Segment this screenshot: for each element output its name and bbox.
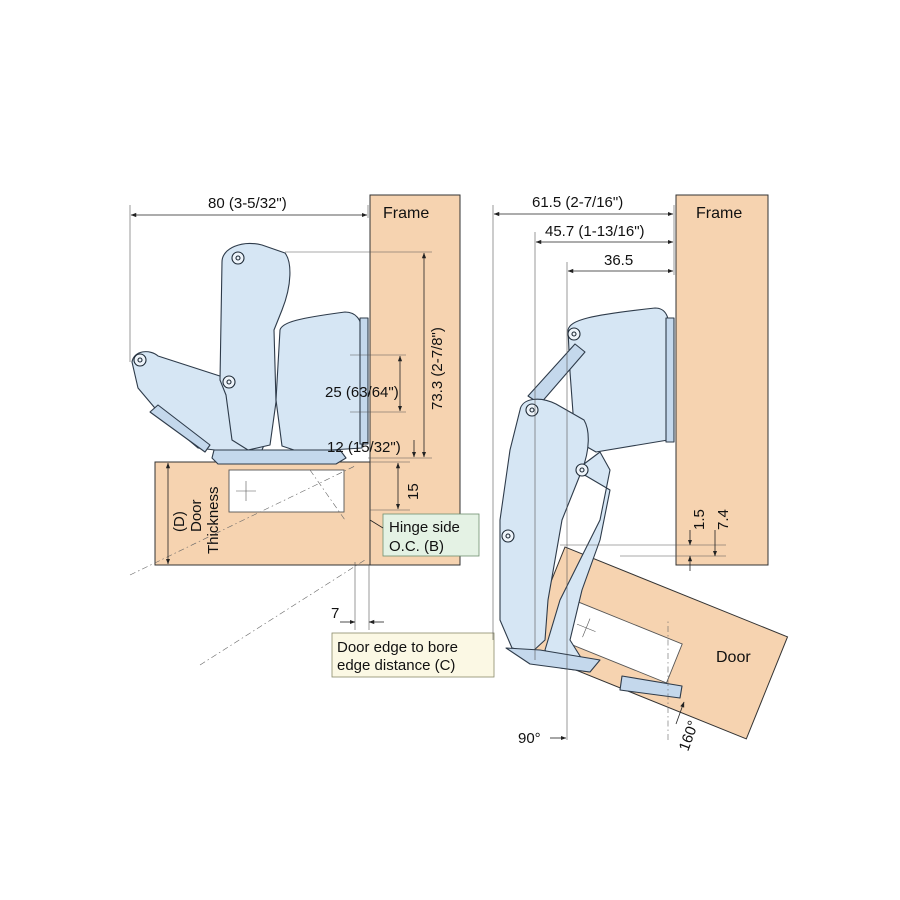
right-hinge-cup-tab bbox=[619, 675, 683, 699]
right-frame-panel bbox=[675, 194, 769, 566]
dim-right-small-a: 1.5 bbox=[691, 509, 708, 530]
door-thickness-label-2: Door bbox=[188, 499, 205, 532]
dim-bore-edge: 7 bbox=[331, 605, 339, 622]
dim-overall-width: 80 (3-5/32") bbox=[208, 195, 287, 212]
dim-right-small-b: 7.4 bbox=[715, 509, 732, 530]
right-door-label: Door bbox=[716, 649, 751, 666]
dim-door-gap: 15 bbox=[405, 483, 422, 500]
angle-door: 160° bbox=[676, 718, 703, 753]
hinge-side-label-2: O.C. (B) bbox=[389, 538, 444, 555]
dim-hole-spacing: 25 (63/64") bbox=[325, 384, 399, 401]
dim-right-total: 61.5 (2-7/16") bbox=[532, 194, 623, 211]
door-thickness-label-3: Thickness bbox=[205, 486, 222, 554]
right-hinge-cup-flange bbox=[505, 647, 601, 673]
left-mount-plate bbox=[359, 317, 369, 445]
angle-frame: 90° bbox=[518, 730, 541, 747]
bore-edge-label-1: Door edge to bore bbox=[337, 639, 458, 656]
hinge-side-callout bbox=[382, 513, 480, 557]
door-thickness-label-1: (D) bbox=[171, 511, 188, 532]
left-hinge-mid-arm bbox=[219, 243, 291, 451]
left-hinge-cup-flange bbox=[211, 449, 347, 465]
bore-edge-callout bbox=[331, 632, 495, 678]
left-hinge-link bbox=[149, 404, 211, 453]
left-frame-label: Frame bbox=[383, 205, 429, 222]
hinge-side-label-1: Hinge side bbox=[389, 519, 460, 536]
left-frame-panel bbox=[369, 194, 461, 566]
right-view: Frame Door 61.5 (2-7/16") bbox=[492, 194, 789, 753]
bore-edge-label-2: edge distance (C) bbox=[337, 657, 455, 674]
dim-height: 73.3 (2-7/8") bbox=[429, 327, 446, 410]
right-mount-plate bbox=[665, 317, 675, 443]
left-hinge-base bbox=[275, 311, 363, 453]
right-frame-label: Frame bbox=[696, 205, 742, 222]
dim-right-mid: 45.7 (1-13/16") bbox=[545, 223, 645, 240]
dim-bottom-offset: 12 (15/32") bbox=[327, 439, 401, 456]
dim-right-inner: 36.5 bbox=[604, 252, 633, 269]
left-view: Frame 80 (3-5/32") 73.3 (2-7/8") bbox=[129, 194, 495, 678]
